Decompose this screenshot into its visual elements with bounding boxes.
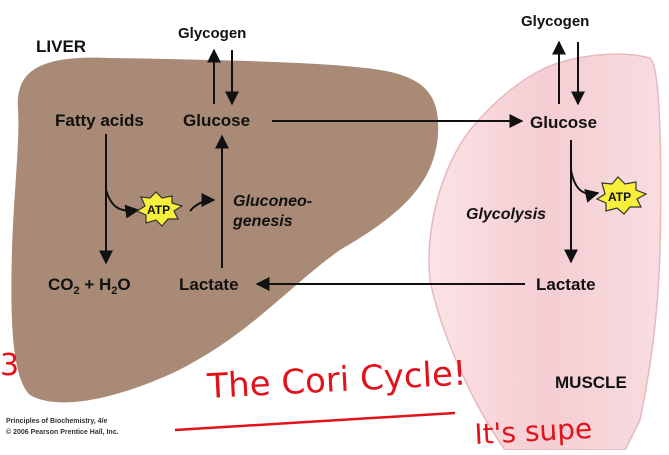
muscle-lactate-label: Lactate <box>536 275 596 294</box>
muscle-glycogen-label: Glycogen <box>521 13 589 30</box>
credit-line2: © 2006 Pearson Prentice Hall, Inc. <box>6 428 119 436</box>
liver-glycogen-label: Glycogen <box>178 25 246 42</box>
muscle-glucose-label: Glucose <box>530 113 597 132</box>
muscle-atp-text: ATP <box>608 190 631 204</box>
liver-lactate-label: Lactate <box>179 275 239 294</box>
fatty-acids-label: Fatty acids <box>55 111 144 130</box>
liver-label: LIVER <box>36 37 86 56</box>
gluconeogenesis-line2: genesis <box>232 213 293 230</box>
liver-glucose-label: Glucose <box>183 111 250 130</box>
credit-line1: Principles of Biochemistry, 4/e <box>6 418 108 425</box>
handwritten-note: It's supe <box>474 412 593 450</box>
gluconeogenesis-line1: Gluconeo- <box>233 193 312 210</box>
glycolysis-label: Glycolysis <box>466 206 546 223</box>
muscle-label: MUSCLE <box>555 373 627 392</box>
handwritten-margin-mark: 3 <box>0 348 19 383</box>
handwritten-underline <box>175 413 455 430</box>
co2-h2o-label: CO2 + H2O <box>48 275 131 297</box>
liver-atp-text: ATP <box>147 203 170 217</box>
liver-shape <box>11 58 438 403</box>
handwritten-title: The Cori Cycle! <box>205 353 467 407</box>
